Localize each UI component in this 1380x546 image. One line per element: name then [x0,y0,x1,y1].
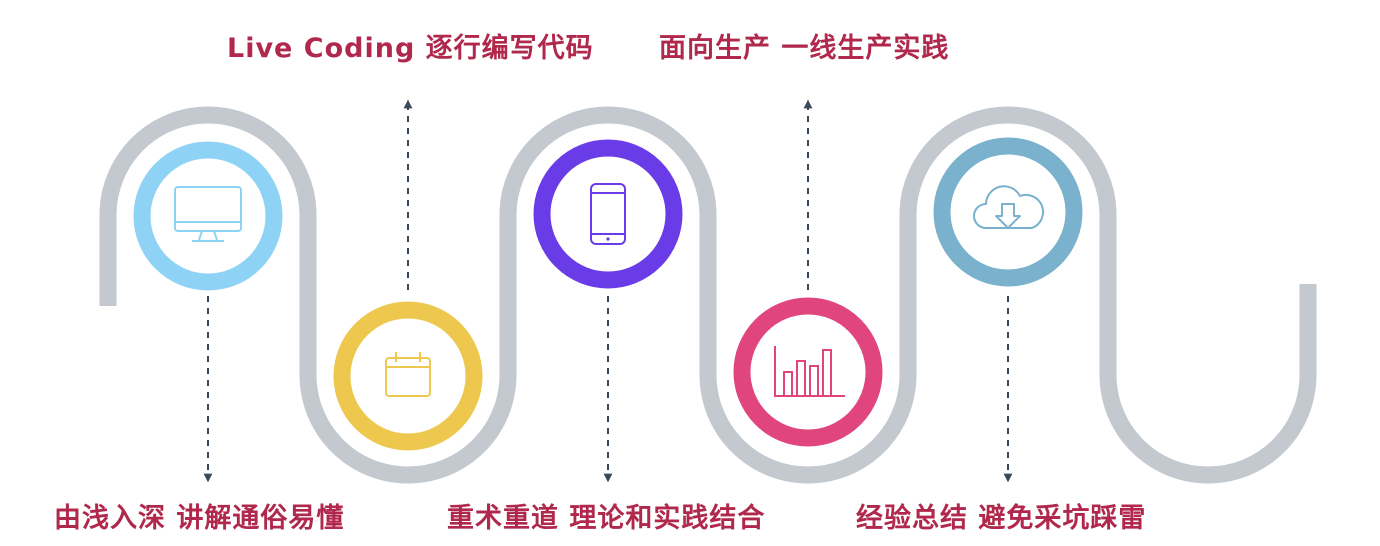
tablet-icon [590,183,626,245]
step-1-caption: 由浅入深 讲解通俗易懂 [54,503,344,534]
step-5-caption: 经验总结 避免采坑踩雷 [856,502,1146,534]
bar-chart-icon [774,346,845,397]
monitor-icon [174,186,242,242]
serpentine-track [99,106,1317,484]
step-2-node [333,301,483,451]
step-1-node [133,141,283,291]
step-3-node [533,139,683,289]
step-4-caption: 面向生产 一线生产实践 [659,32,949,64]
step-4-node [733,297,883,447]
cloud-download-icon [973,185,1045,229]
step-3-caption: 重术重道 理论和实践结合 [447,502,765,534]
step-2-caption: Live Coding 逐行编写代码 [227,32,594,64]
step-5-node [933,137,1083,287]
calendar-icon [385,352,431,397]
